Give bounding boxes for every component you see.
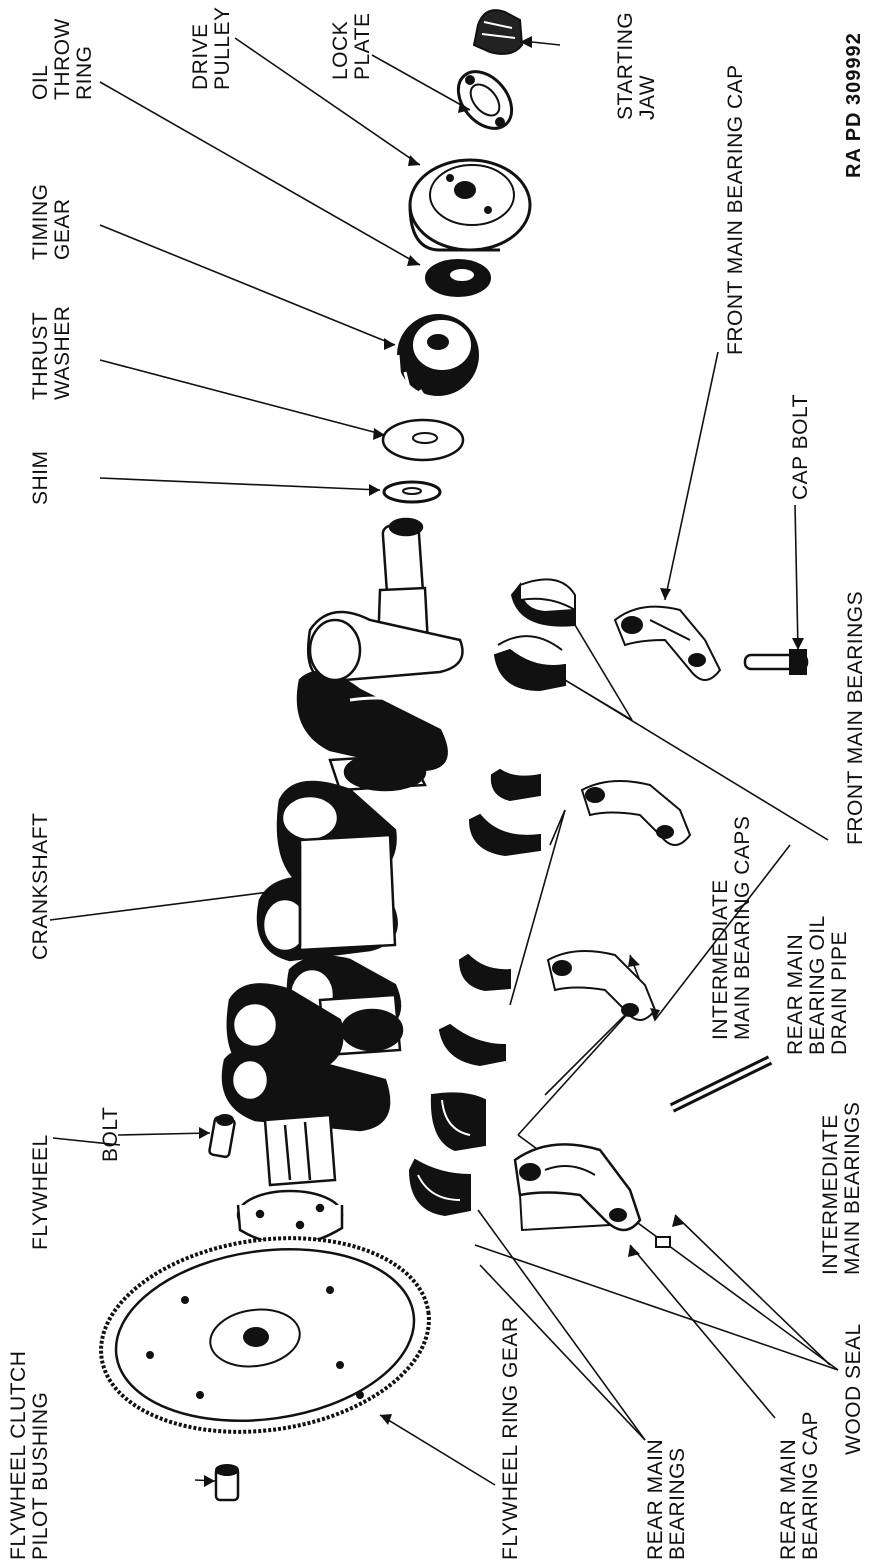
oil-drain-pipe-icon [669,1055,773,1113]
label-cap-bolt: CAP BOLT [789,394,812,500]
oil-throw-ring-icon [425,259,491,297]
rear-main-bearing-cap-icon [513,1143,642,1232]
flywheel-icon [99,1236,431,1434]
intermediate-main-bearing-caps-icon [546,780,692,1021]
label-flywheel: FLYWHEEL [29,1134,52,1250]
arrowheads [199,36,804,1487]
drive-pulley-icon [408,158,532,252]
label-crankshaft: CRANKSHAFT [29,812,52,960]
thrust-washer-icon [381,418,465,462]
leader-lines [49,37,839,1486]
cap-bolt-icon [743,649,809,675]
lock-plate-icon [456,70,514,130]
front-main-bearing-cap-icon [613,605,722,681]
shim-icon [382,480,442,504]
pilot-bushing-icon [214,1464,240,1502]
rear-main-bearings-icon [408,1092,486,1217]
front-main-bearings-icon [493,578,576,692]
timing-gear-icon [396,314,479,399]
bolt-icon [208,1114,236,1159]
label-front-main-bearings: FRONT MAIN BEARINGS [844,590,867,845]
figure-code: RA PD 309992 [843,32,865,178]
starting-jaw-icon [472,9,524,55]
label-front-main-bearing-cap: FRONT MAIN BEARING CAP [724,64,747,355]
wood-seal-icon [655,1236,671,1248]
crankshaft-icon [221,517,464,1246]
label-bolt: BOLT [99,1106,122,1162]
label-wood-seal: WOOD SEAL [842,1323,865,1455]
intermediate-main-bearings-icon [438,768,541,1067]
label-shim: SHIM [29,450,52,506]
label-flywheel-ring-gear: FLYWHEEL RING GEAR [499,1316,522,1560]
